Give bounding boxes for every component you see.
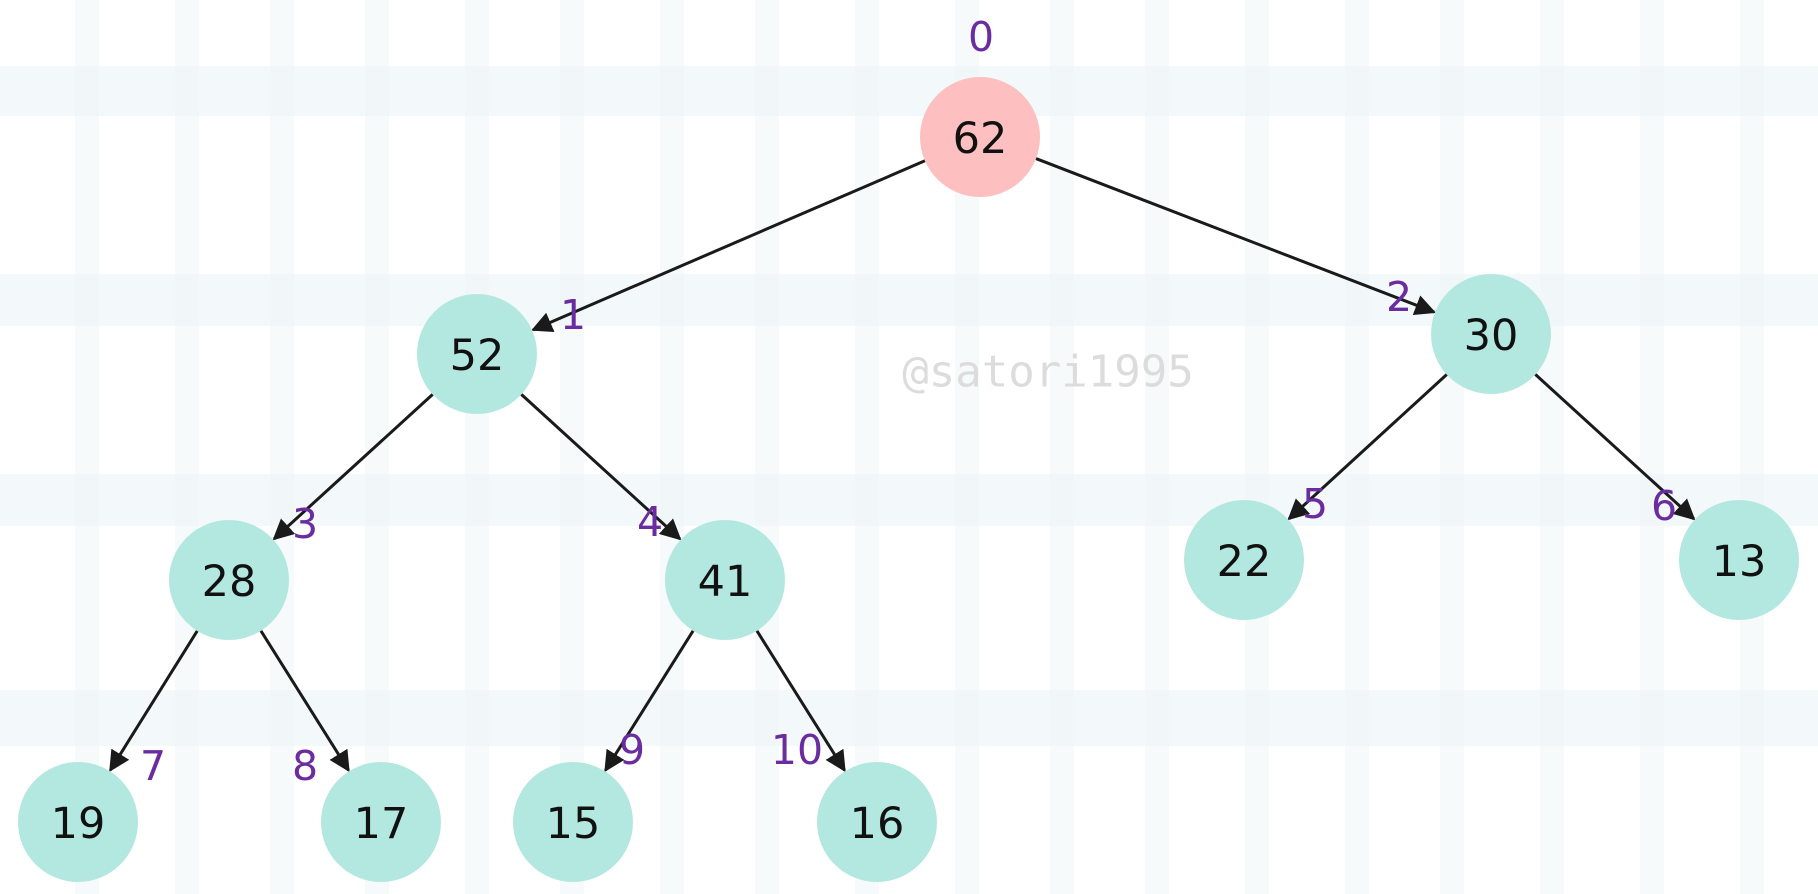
node-index-label: 3 <box>292 500 318 548</box>
node-circle <box>417 294 537 414</box>
grid-band-vertical <box>1740 0 1764 894</box>
grid-band-horizontal <box>0 66 1818 116</box>
node-circle <box>321 762 441 882</box>
node-index-label: 1 <box>560 291 586 339</box>
node-circle <box>1184 500 1304 620</box>
grid-band-vertical <box>1245 0 1269 894</box>
node-circle <box>169 520 289 640</box>
edge-2-to-5 <box>1287 373 1448 521</box>
edge-0-to-2 <box>1035 157 1437 316</box>
node-value: 62 <box>953 114 1008 164</box>
tree-node-8: 17 8 <box>292 742 441 882</box>
node-index-label: 0 <box>968 13 994 61</box>
tree-node-3: 28 3 <box>169 500 318 640</box>
edge-1-to-4 <box>520 393 682 541</box>
grid-band-vertical <box>465 0 489 894</box>
edge-3-to-7 <box>109 630 199 773</box>
grid-band-vertical <box>660 0 684 894</box>
grid-band-vertical <box>755 0 779 894</box>
edge-3-to-8 <box>259 630 350 773</box>
grid-band-vertical <box>75 0 99 894</box>
node-circle <box>665 520 785 640</box>
watermark: @satori1995 <box>902 347 1193 398</box>
grid-band-vertical <box>270 0 294 894</box>
edge-4-to-10 <box>755 630 846 773</box>
node-index-label: 7 <box>140 742 166 790</box>
node-index-label: 9 <box>619 726 645 774</box>
grid-band-vertical <box>1345 0 1369 894</box>
node-circle <box>513 762 633 882</box>
node-value: 28 <box>202 557 257 607</box>
edge-0-to-1 <box>531 159 926 332</box>
node-value: 15 <box>546 799 601 849</box>
node-index-label: 4 <box>637 498 663 546</box>
node-circle <box>18 762 138 882</box>
node-index-label: 6 <box>1651 482 1677 530</box>
tree-node-4: 41 4 <box>637 498 785 640</box>
node-circle <box>817 762 937 882</box>
node-value: 13 <box>1712 537 1767 587</box>
node-index-label: 8 <box>292 742 318 790</box>
tree-node-0: 62 0 <box>920 13 1040 197</box>
node-value: 16 <box>850 799 905 849</box>
edge-2-to-6 <box>1534 373 1696 521</box>
node-value: 41 <box>698 557 753 607</box>
node-value: 17 <box>354 799 409 849</box>
grid-band-vertical <box>1440 0 1464 894</box>
grid-band-horizontal <box>0 474 1818 526</box>
grid-band-vertical <box>1050 0 1074 894</box>
node-value: 30 <box>1464 311 1519 361</box>
node-index-label: 5 <box>1302 480 1328 528</box>
tree-node-6: 13 6 <box>1651 482 1799 620</box>
node-circle <box>1431 274 1551 394</box>
grid-band-vertical <box>175 0 199 894</box>
node-index-label: 10 <box>771 726 823 774</box>
tree-node-9: 15 9 <box>513 726 645 882</box>
edge-layer <box>109 157 1696 773</box>
grid-band-vertical <box>1540 0 1564 894</box>
node-value: 52 <box>450 331 505 381</box>
grid-band-vertical <box>855 0 879 894</box>
grid-band-vertical <box>1640 0 1664 894</box>
tree-node-2: 30 2 <box>1386 273 1551 394</box>
tree-node-1: 52 1 <box>417 291 586 414</box>
edge-4-to-9 <box>604 630 695 773</box>
tree-node-7: 19 7 <box>18 742 166 882</box>
grid-band-vertical <box>1145 0 1169 894</box>
root-node-circle <box>920 77 1040 197</box>
edge-1-to-3 <box>272 393 434 541</box>
node-index-label: 2 <box>1386 273 1412 321</box>
node-circle <box>1679 500 1799 620</box>
node-value: 22 <box>1217 537 1272 587</box>
tree-node-5: 22 5 <box>1184 480 1328 620</box>
node-value: 19 <box>51 799 106 849</box>
